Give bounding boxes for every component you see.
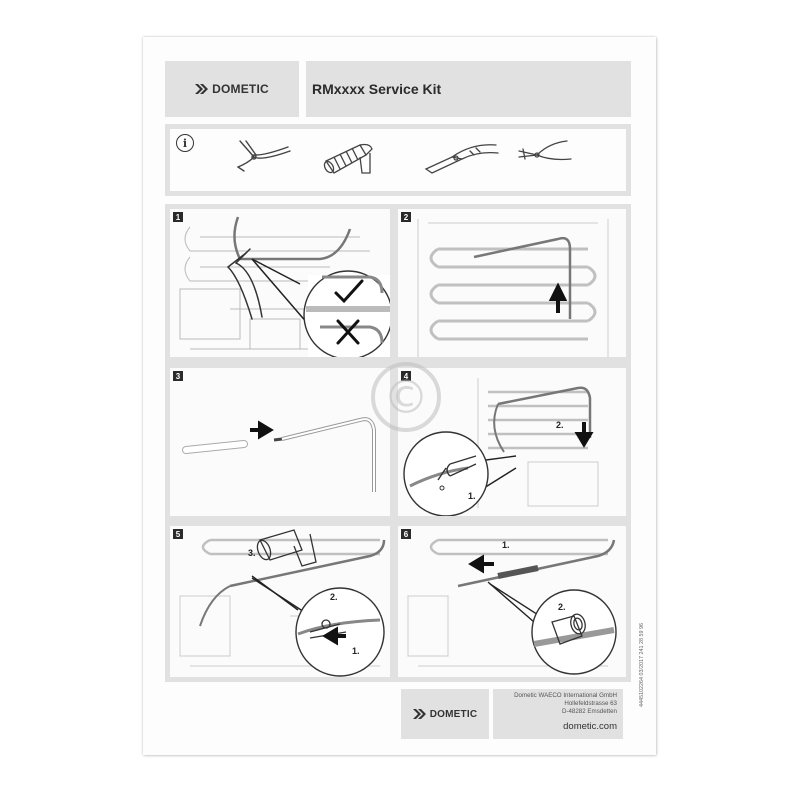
step-5-label-1: 1. <box>352 646 360 656</box>
step-4-label-2: 2. <box>556 420 564 430</box>
step-2-panel: 2 <box>398 209 626 357</box>
step-5-label-3: 3. <box>248 548 256 558</box>
dometic-chevron-icon <box>412 709 426 719</box>
info-icon: i <box>176 134 194 152</box>
step-4-label-1: 1. <box>468 491 476 501</box>
step-6-label-1: 1. <box>502 540 510 550</box>
tools-inner: i <box>170 129 626 191</box>
side-cutter-icon <box>237 140 291 172</box>
step-5-illustration <box>179 529 386 677</box>
header-logo-panel: DOMETIC <box>165 61 299 117</box>
header-title-panel: RMxxxx Service Kit <box>306 61 631 117</box>
steps-grid: 1 <box>165 204 631 682</box>
brand-name: DOMETIC <box>212 82 269 96</box>
brand-name: DOMETIC <box>429 708 478 720</box>
instruction-sheet: DOMETIC RMxxxx Service Kit i <box>143 37 656 755</box>
step-5-label-2: 2. <box>330 592 338 602</box>
step-4-illustration <box>403 378 599 516</box>
step-number: 2 <box>401 212 411 222</box>
step-number: 1 <box>173 212 183 222</box>
footer-address-panel: Dometic WAECO International GmbH Hollefe… <box>493 689 623 739</box>
step-4-panel: 4 <box>398 368 626 516</box>
address-line: D-48282 Emsdetten <box>561 708 617 715</box>
step-3-illustration <box>182 417 376 492</box>
step-2-illustration <box>417 219 609 357</box>
step-number: 6 <box>401 529 411 539</box>
step-3-panel: 3 <box>170 368 390 516</box>
wire-stripper-icon <box>518 140 572 161</box>
step-number: 4 <box>401 371 411 381</box>
step-number: 5 <box>173 529 183 539</box>
step-6-illustration <box>407 538 617 675</box>
step-5-panel: 5 <box>170 526 390 677</box>
dometic-logo: DOMETIC <box>412 708 478 720</box>
step-1-panel: 1 <box>170 209 390 357</box>
address-line: Dometic WAECO International GmbH <box>514 692 617 699</box>
footer-logo-panel: DOMETIC <box>401 689 489 739</box>
dometic-chevron-icon <box>195 84 209 94</box>
step-number: 3 <box>173 371 183 381</box>
website-link[interactable]: dometic.com <box>563 721 617 732</box>
step-6-panel: 6 1. <box>398 526 626 677</box>
step-1-illustration <box>179 216 390 357</box>
dometic-logo: DOMETIC <box>195 82 269 96</box>
step-6-label-2: 2. <box>558 602 566 612</box>
crimping-pliers-icon <box>424 144 499 174</box>
tools-panel: i <box>165 124 631 196</box>
side-print-code: 4445102264 03/2017 241 28 59 96 <box>639 623 645 707</box>
address-line: Hollefeldstrasse 63 <box>564 700 617 707</box>
heat-gun-icon <box>323 143 373 174</box>
page-title: RMxxxx Service Kit <box>312 81 442 97</box>
